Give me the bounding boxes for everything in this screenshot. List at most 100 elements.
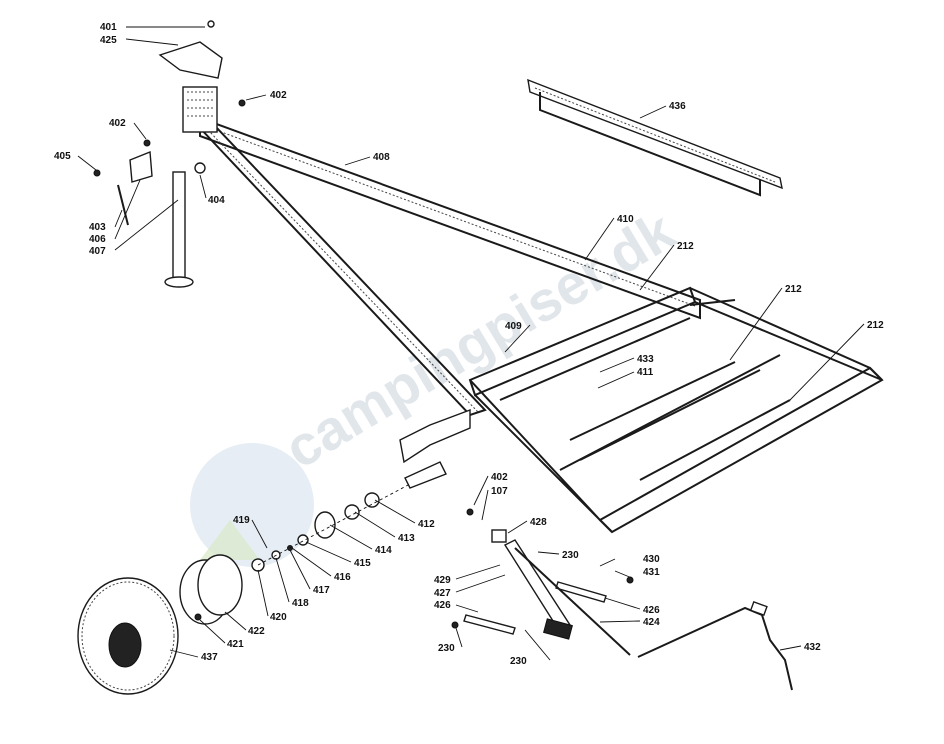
stand-rod-424 (514, 547, 631, 656)
leader-230c (524, 629, 551, 661)
axle-spindle (404, 461, 447, 489)
axle-centerline (257, 483, 411, 566)
jockey-foot (164, 276, 194, 288)
label-425: 425 (100, 35, 117, 46)
label-421: 421 (227, 639, 244, 650)
label-407: 407 (89, 246, 106, 257)
nut-402-top (238, 99, 246, 107)
seal-413 (364, 492, 380, 508)
coupling-block-shading (187, 91, 213, 117)
label-419: 419 (233, 515, 250, 526)
label-402: 402 (491, 472, 508, 483)
leader-406 (114, 179, 141, 240)
leader-414 (329, 524, 373, 550)
bolt-107 (466, 508, 474, 516)
label-404: 404 (208, 195, 225, 206)
stand-clamp-428 (491, 529, 507, 543)
label-418: 418 (292, 598, 309, 609)
label-420: 420 (270, 612, 287, 623)
label-410: 410 (617, 214, 634, 225)
leader-402c (473, 475, 489, 506)
leader-212a (639, 244, 675, 291)
label-107: 107 (491, 486, 508, 497)
label-429: 429 (434, 575, 451, 586)
leader-408 (344, 156, 371, 166)
leader-429 (455, 564, 501, 580)
label-212: 212 (785, 284, 802, 295)
tire-hub-hole (108, 622, 142, 668)
leader-402b (133, 122, 147, 140)
coupling-bolt (207, 20, 215, 28)
washer-404 (194, 162, 206, 174)
leader-432 (779, 645, 802, 651)
crank-handle (637, 606, 793, 691)
drawbar-frame (182, 86, 701, 417)
watermark-leaf-icon (200, 520, 260, 560)
inner-cross-rail-2 (559, 354, 781, 471)
label-409: 409 (505, 321, 522, 332)
jockey-post (172, 171, 186, 281)
drawbar-beam-lower-shading (207, 129, 479, 413)
label-408: 408 (373, 152, 390, 163)
label-405: 405 (54, 151, 71, 162)
leader-413 (354, 511, 396, 538)
leader-403 (114, 209, 123, 228)
label-424: 424 (643, 617, 660, 628)
watermark: campingpiser.dk (190, 198, 686, 567)
label-415: 415 (354, 558, 371, 569)
leader-422 (224, 611, 247, 631)
leader-407 (114, 199, 179, 251)
leader-411 (597, 371, 635, 389)
label-413: 413 (398, 533, 415, 544)
nut-402-left (143, 139, 151, 147)
label-402: 402 (270, 90, 287, 101)
leader-437 (169, 649, 199, 658)
leader-107 (481, 489, 489, 521)
leader-404 (199, 174, 207, 199)
crank-grip (749, 600, 768, 616)
support-stand (451, 508, 793, 691)
leader-419 (251, 519, 268, 549)
part-labels: 401 425 402 402 405 404 403 406 407 408 … (54, 22, 884, 667)
leader-428 (507, 520, 528, 534)
chassis-frame (399, 286, 884, 534)
label-406: 406 (89, 234, 106, 245)
wheel-nut-421 (194, 613, 202, 621)
leader-230a (537, 551, 560, 555)
bolt-431 (626, 576, 634, 584)
stand-foot (543, 618, 573, 640)
slat-bar-1 (569, 361, 736, 441)
leader-409 (504, 324, 531, 353)
mounting-plate (527, 78, 783, 197)
leader-426b (604, 597, 641, 610)
label-422: 422 (248, 626, 265, 637)
leader-425 (125, 38, 179, 46)
leader-212c (789, 323, 865, 401)
bearing-414 (344, 504, 360, 520)
inner-cross-rail-1 (499, 317, 691, 401)
leader-427 (455, 574, 506, 593)
leader-412 (374, 499, 416, 524)
pin-405 (93, 169, 101, 177)
leader-405 (77, 155, 97, 171)
leader-410 (584, 217, 615, 261)
label-212: 212 (867, 320, 884, 331)
leader-417 (289, 549, 311, 590)
label-436: 436 (669, 101, 686, 112)
leader-426a (455, 604, 479, 613)
label-230: 230 (562, 550, 579, 561)
leader-433 (599, 357, 635, 373)
wheel-assembly (77, 483, 411, 695)
label-426: 426 (643, 605, 660, 616)
label-437: 437 (201, 652, 218, 663)
rear-cross-member (598, 366, 884, 534)
bearing-416 (297, 534, 309, 546)
label-412: 412 (418, 519, 435, 530)
leader-402a (245, 94, 267, 101)
leader-416 (291, 547, 332, 577)
label-411: 411 (637, 367, 654, 378)
leader-lines (77, 26, 865, 661)
hub-drum-415 (314, 511, 336, 539)
label-428: 428 (530, 517, 547, 528)
drawbar-beam-upper-shading (204, 125, 696, 307)
